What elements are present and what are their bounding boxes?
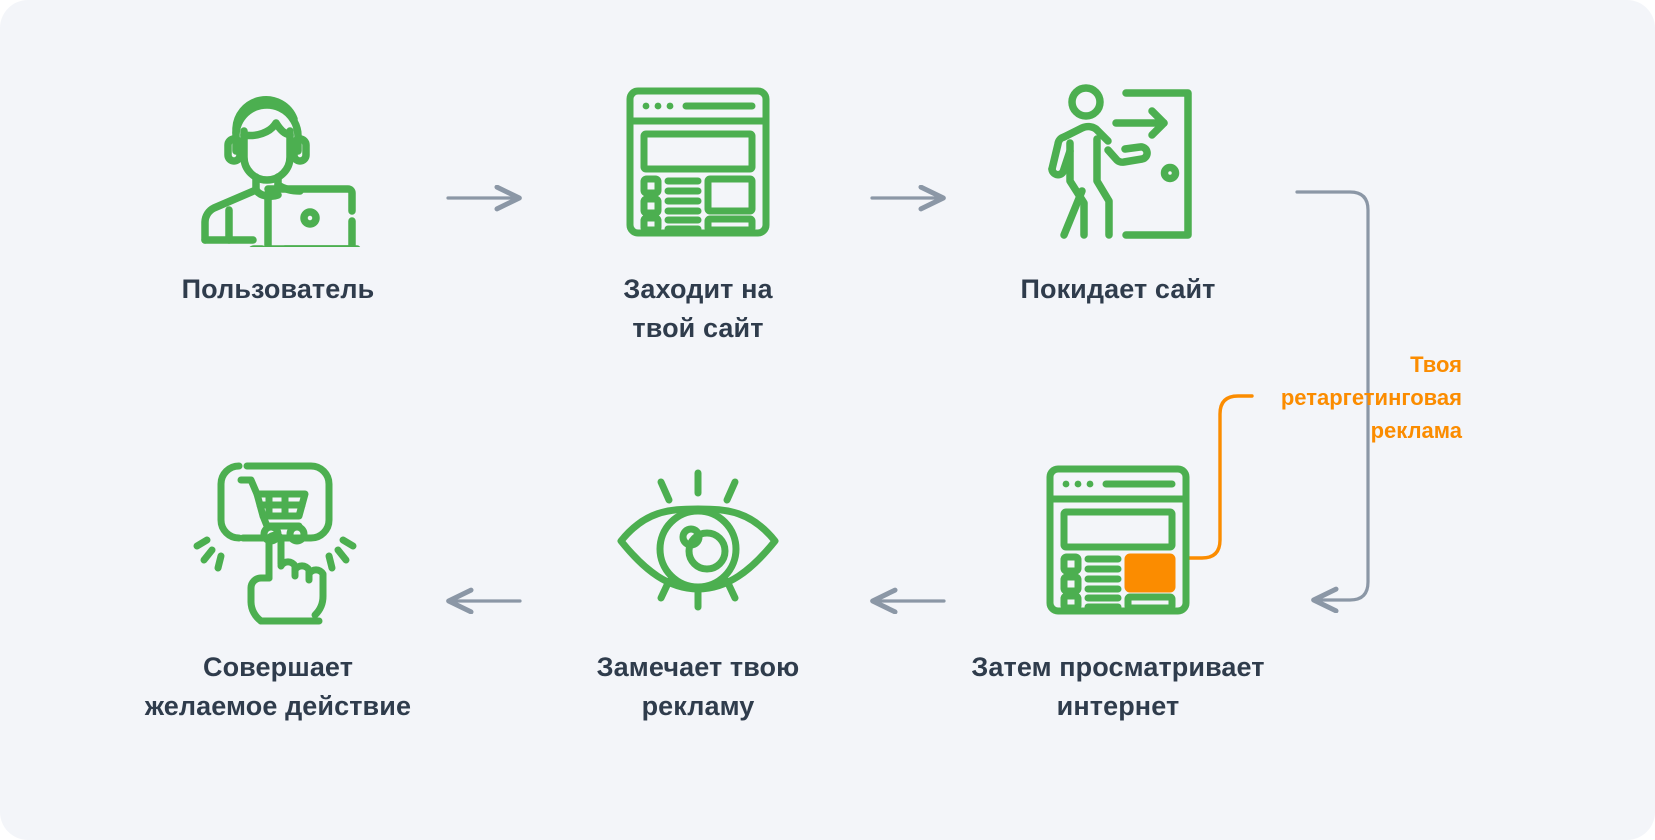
person-with-laptop-icon xyxy=(128,72,428,252)
step-label-visits: Заходит на твой сайт xyxy=(623,274,773,344)
step-browses: Затем просматривает интернет xyxy=(968,450,1268,726)
callout-line-2: ретаргетинговая xyxy=(1280,385,1462,410)
step-converts: Совершает желаемое действие xyxy=(128,450,428,726)
step-label-leaves: Покидает сайт xyxy=(1020,274,1216,304)
retargeting-ad-callout: Твоя ретаргетинговая реклама xyxy=(1262,348,1462,447)
step-notices: Замечает твою рекламу xyxy=(548,450,848,726)
step-user: Пользователь xyxy=(128,72,428,309)
step-label-user: Пользователь xyxy=(181,274,375,304)
browser-window-with-ad-icon xyxy=(968,450,1268,630)
hand-tap-cart-icon xyxy=(128,450,428,630)
browser-window-icon xyxy=(548,72,848,252)
step-label-converts: Совершает желаемое действие xyxy=(144,652,412,722)
step-label-notices: Замечает твою рекламу xyxy=(596,652,800,722)
callout-line-1: Твоя xyxy=(1410,352,1462,377)
callout-line-3: реклама xyxy=(1370,418,1462,443)
step-leaves: Покидает сайт xyxy=(968,72,1268,309)
eye-icon xyxy=(548,450,848,630)
step-label-browses: Затем просматривает интернет xyxy=(971,652,1265,722)
person-exiting-door-icon xyxy=(968,72,1268,252)
step-visits: Заходит на твой сайт xyxy=(548,72,848,348)
